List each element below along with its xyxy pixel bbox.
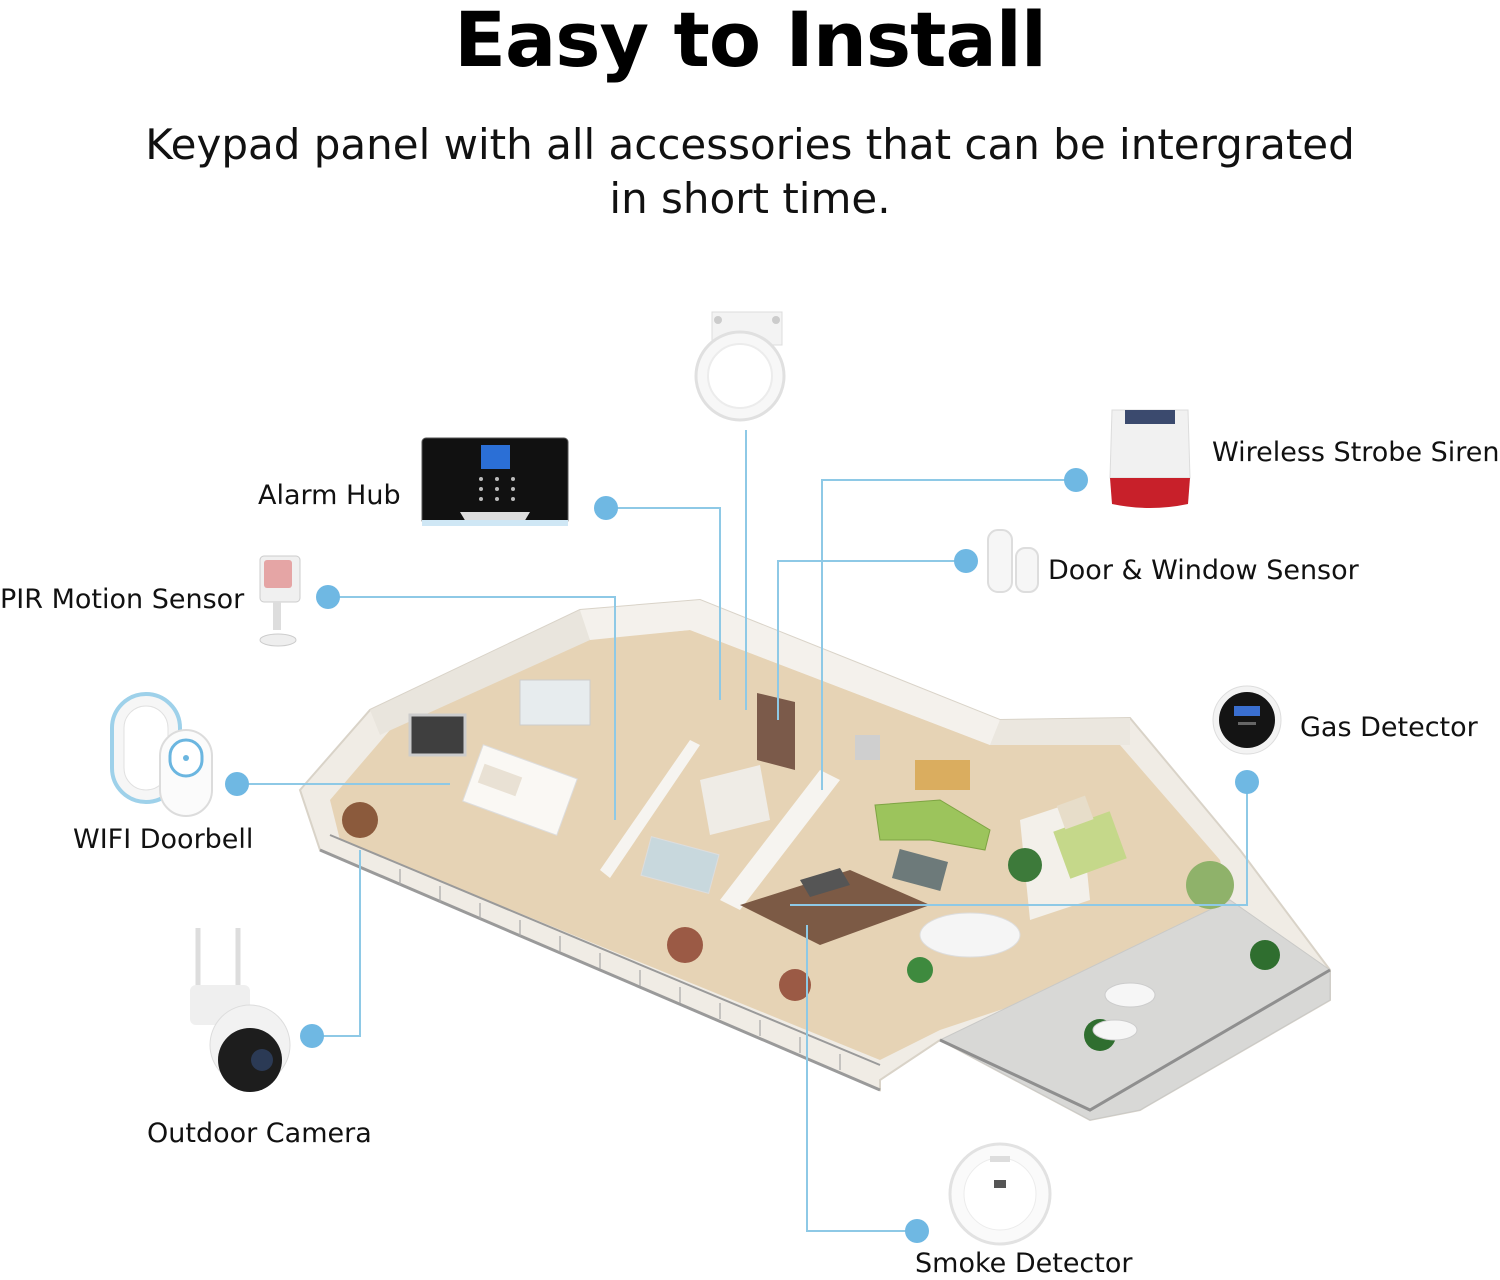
label-outdoor-camera: Outdoor Camera	[147, 1118, 372, 1149]
label-smoke-detector: Smoke Detector	[915, 1248, 1133, 1279]
connector-pir	[330, 596, 616, 820]
dot-strobe-siren	[1064, 468, 1088, 492]
connector-smoke	[806, 925, 917, 1232]
indoor-siren-device	[694, 311, 786, 422]
dot-smoke	[905, 1219, 929, 1243]
outdoor-camera-device	[190, 928, 291, 1092]
smoke-detector-device	[948, 1142, 1052, 1246]
connector-dots	[225, 468, 1259, 1243]
page-subtitle: Keypad panel with all accessories that c…	[0, 118, 1500, 226]
subtitle-line-1: Keypad panel with all accessories that c…	[145, 120, 1355, 169]
label-wireless-strobe-siren: Wireless Strobe Siren	[1212, 437, 1500, 468]
dot-camera	[300, 1024, 324, 1048]
apartment-floorplan	[298, 598, 1331, 1122]
alarm-hub-device	[421, 437, 569, 526]
wifi-doorbell-device	[110, 692, 213, 817]
label-alarm-hub: Alarm Hub	[258, 480, 401, 511]
subtitle-line-2: in short time.	[609, 174, 891, 223]
connector-alarm-hub	[606, 507, 721, 700]
label-pir-motion-sensor: PIR Motion Sensor	[0, 584, 245, 615]
dot-alarm-hub	[594, 496, 618, 520]
connector-camera	[312, 850, 361, 1037]
connector-lines	[238, 430, 1248, 1232]
page-title: Easy to Install	[454, 0, 1047, 84]
wireless-strobe-siren-device	[1109, 409, 1191, 508]
door-window-sensor-device	[987, 529, 1039, 593]
label-gas-detector: Gas Detector	[1300, 712, 1478, 743]
gas-detector-device	[1212, 685, 1282, 755]
dot-door-sensor	[954, 549, 978, 573]
pir-motion-sensor-device	[259, 555, 301, 647]
label-wifi-doorbell: WIFI Doorbell	[73, 824, 254, 855]
label-door-window-sensor: Door & Window Sensor	[1048, 555, 1359, 586]
connector-gas	[790, 782, 1248, 906]
dot-pir	[316, 585, 340, 609]
dot-doorbell	[225, 772, 249, 796]
dot-gas	[1235, 770, 1259, 794]
connector-door-sensor	[777, 560, 966, 720]
connector-strobe-siren	[821, 479, 1076, 790]
